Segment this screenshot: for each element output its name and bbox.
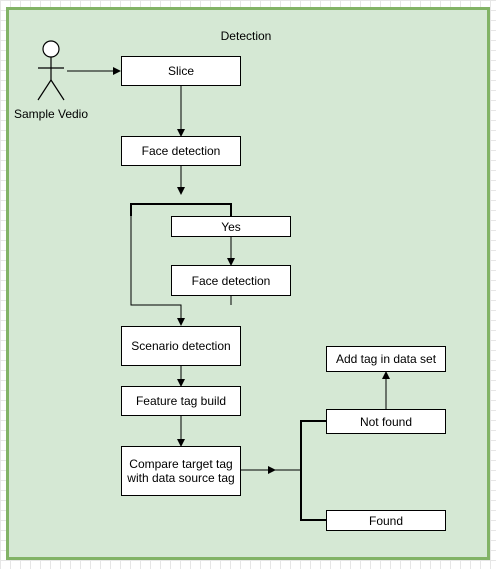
node-feature-tag-build-label: Feature tag build [135,394,227,408]
node-face-detection-2-label: Face detection [191,273,271,288]
fork-bracket [130,203,232,216]
decision-bracket [300,420,326,521]
node-slice: Slice [121,56,241,86]
node-compare-tags: Compare target tag with data source tag [121,446,241,496]
diagram-title: Detection [220,29,272,43]
node-compare-tags-label: Compare target tag with data source tag [127,457,235,485]
node-yes-label: Yes [221,219,241,234]
node-feature-tag-build: Feature tag build [121,386,241,416]
node-yes: Yes [171,216,291,237]
node-not-found-label: Not found [359,414,413,429]
node-scenario-detection-label: Scenario detection [131,339,231,353]
edge-branch-left [130,204,185,326]
node-face-detection-2: Face detection [171,265,291,296]
node-add-tag-label: Add tag in data set [335,352,437,366]
node-scenario-detection: Scenario detection [121,326,241,366]
node-found: Found [326,510,446,531]
node-face-detection: Face detection [121,136,241,166]
node-add-tag: Add tag in data set [326,346,446,372]
node-found-label: Found [368,513,404,528]
node-not-found: Not found [326,409,446,434]
node-slice-label: Slice [167,64,194,78]
node-face-detection-label: Face detection [141,144,221,158]
actor-label: Sample Vedio [13,107,89,121]
actor-icon [37,40,65,101]
